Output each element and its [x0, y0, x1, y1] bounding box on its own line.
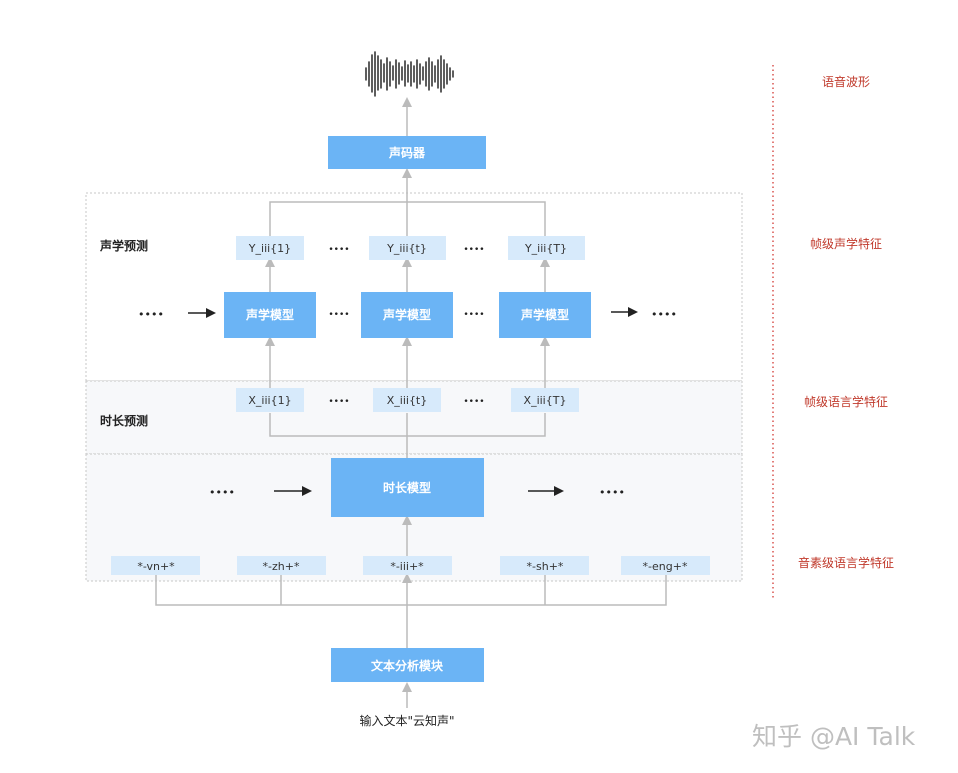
y-ellipsis-1: •••• — [328, 245, 349, 255]
phoneme-5: *-eng+* — [643, 560, 688, 573]
x-ellipsis-1: •••• — [328, 397, 349, 407]
phoneme-2: *-zh+* — [263, 560, 300, 573]
watermark: 知乎 @AI Talk — [752, 722, 916, 751]
y-feature-box-1 — [236, 236, 304, 260]
x-feature-box-t — [373, 388, 441, 412]
y-ellipsis-2: •••• — [463, 245, 484, 255]
phoneme-3: *-iii+* — [390, 560, 424, 573]
frame-linguistic-label: 帧级语言学特征 — [804, 394, 888, 409]
acoustic-model-box-2 — [361, 292, 453, 338]
text-analysis-box — [331, 648, 484, 682]
phoneme-box-4 — [500, 556, 589, 575]
acoustic-model-box-3 — [499, 292, 591, 338]
x-feature-t: X_iii{t} — [387, 394, 428, 407]
am-ellipsis-mid-2: •••• — [463, 310, 484, 320]
input-text: 输入文本"云知声" — [359, 713, 454, 728]
acoustic-prediction-region — [85, 192, 743, 382]
x-feature-box-T — [511, 388, 579, 412]
y-feature-t: Y_iii{t} — [386, 242, 427, 255]
phoneme-box-5 — [621, 556, 710, 575]
x-feature-1: X_iii{1} — [248, 394, 291, 407]
y-feature-1: Y_iii{1} — [248, 242, 291, 255]
am-ellipsis-mid-1: •••• — [328, 310, 349, 320]
waveform-label: 语音波形 — [822, 74, 870, 89]
dm-ellipsis-left: •••• — [209, 486, 235, 499]
acoustic-model-box-1 — [224, 292, 316, 338]
duration-model-label: 时长模型 — [383, 480, 431, 495]
phoneme-4: *-sh+* — [527, 560, 564, 573]
y-feature-box-t — [369, 236, 446, 260]
vocoder-label: 声码器 — [388, 145, 426, 160]
phoneme-1: *-vn+* — [137, 560, 175, 573]
frame-acoustic-label: 帧级声学特征 — [810, 236, 882, 251]
phoneme-box-1 — [111, 556, 200, 575]
y-feature-box-T — [508, 236, 585, 260]
waveform-icon — [365, 51, 454, 97]
phoneme-merge-line — [155, 575, 667, 606]
acoustic-prediction-label: 声学预测 — [99, 238, 148, 253]
phoneme-box-3 — [363, 556, 452, 575]
duration-model-box — [331, 458, 484, 517]
vocoder-box — [328, 136, 486, 169]
x-feature-box-1 — [236, 388, 304, 412]
acoustic-model-label-3: 声学模型 — [520, 307, 569, 322]
duration-prediction-label: 时长预测 — [100, 413, 148, 428]
phone-linguistic-label: 音素级语言学特征 — [798, 555, 894, 570]
acoustic-model-label-2: 声学模型 — [382, 307, 431, 322]
am-ellipsis-left: •••• — [138, 308, 164, 321]
phoneme-box-2 — [237, 556, 326, 575]
am-ellipsis-right: •••• — [651, 308, 677, 321]
dm-ellipsis-right: •••• — [599, 486, 625, 499]
y-feature-T: Y_iii{T} — [524, 242, 567, 255]
x-feature-T: X_iii{T} — [524, 394, 567, 407]
text-analysis-label: 文本分析模块 — [371, 658, 444, 673]
acoustic-model-label-1: 声学模型 — [245, 307, 294, 322]
x-ellipsis-2: •••• — [463, 397, 484, 407]
